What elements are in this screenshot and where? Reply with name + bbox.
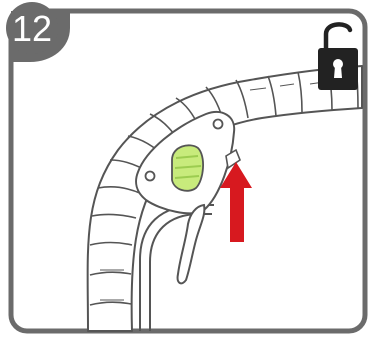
- step-badge: 12: [6, 2, 70, 62]
- unlocked-padlock-icon: [318, 22, 358, 90]
- release-lever[interactable]: [176, 203, 206, 285]
- screw-left: [144, 170, 156, 182]
- screw-top: [212, 118, 224, 130]
- step-number: 12: [12, 8, 52, 49]
- release-button[interactable]: [171, 144, 204, 192]
- push-up-arrow: [220, 162, 252, 242]
- lever-tab: [225, 148, 241, 170]
